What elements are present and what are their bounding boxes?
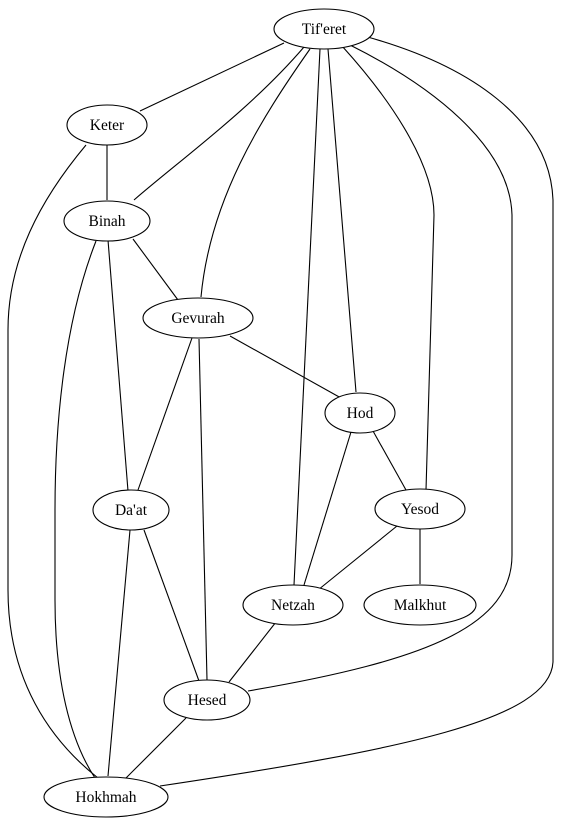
edge-gevurah-hod [229, 335, 342, 399]
edge-binah-daat [107, 239, 129, 492]
node-shape [363, 584, 477, 626]
edge-netzah-hesed [228, 621, 277, 683]
node-label: Tif'eret [302, 21, 347, 38]
node-shape [63, 200, 151, 242]
edge-tiferet-hokhmah [159, 35, 554, 787]
edge-binah-hokhmah [54, 240, 97, 779]
node-shape [92, 489, 170, 531]
edge-tiferet-hesed [247, 44, 513, 692]
node-shape [273, 8, 375, 50]
node-label: Keter [90, 117, 125, 134]
node-shape [142, 297, 254, 339]
node-hokhmah: Hokhmah [43, 776, 169, 818]
node-keter: Keter [66, 104, 148, 146]
node-shape [324, 392, 396, 434]
node-label: Binah [88, 213, 125, 230]
node-label: Da'at [115, 502, 148, 519]
node-hesed: Hesed [163, 679, 251, 721]
edge-hod-netzah [303, 431, 352, 586]
edge-hesed-hokhmah [125, 717, 187, 779]
edge-tiferet-yesod [341, 45, 435, 491]
node-label: Gevurah [171, 310, 225, 327]
node-shape [374, 488, 466, 530]
edge-gevurah-daat [137, 337, 193, 491]
node-label: Hokhmah [75, 789, 136, 806]
node-label: Yesod [401, 501, 439, 518]
edge-tiferet-binah [133, 46, 305, 201]
node-binah: Binah [63, 200, 151, 242]
edge-yesod-netzah [317, 525, 398, 591]
node-malkhut: Malkhut [363, 584, 477, 626]
edge-keter-hokhmah [7, 144, 99, 779]
node-hod: Hod [324, 392, 396, 434]
edge-tiferet-gevurah [200, 48, 311, 298]
node-label: Malkhut [394, 597, 447, 614]
edge-binah-gevurah [132, 238, 179, 301]
edge-daat-hokhmah [107, 529, 131, 777]
node-layer: Tif'eret Keter Binah Gevurah Hod Da'at Y… [43, 8, 477, 818]
edge-layer [7, 35, 554, 787]
edge-hod-yesod [372, 430, 407, 491]
node-label: Netzah [271, 597, 315, 614]
node-label: Hod [347, 405, 374, 422]
node-daat: Da'at [92, 489, 170, 531]
node-label: Hesed [188, 692, 227, 709]
edge-tiferet-hod [327, 48, 357, 393]
edge-tiferet-keter [139, 42, 285, 112]
node-gevurah: Gevurah [142, 297, 254, 339]
node-shape [163, 679, 251, 721]
node-shape [43, 776, 169, 818]
node-netzah: Netzah [242, 584, 344, 626]
edge-tiferet-netzah [293, 48, 321, 586]
node-shape [242, 584, 344, 626]
edge-daat-hesed [143, 529, 200, 682]
node-yesod: Yesod [374, 488, 466, 530]
node-tiferet: Tif'eret [273, 8, 375, 50]
node-shape [66, 104, 148, 146]
edge-gevurah-hesed [198, 338, 208, 681]
